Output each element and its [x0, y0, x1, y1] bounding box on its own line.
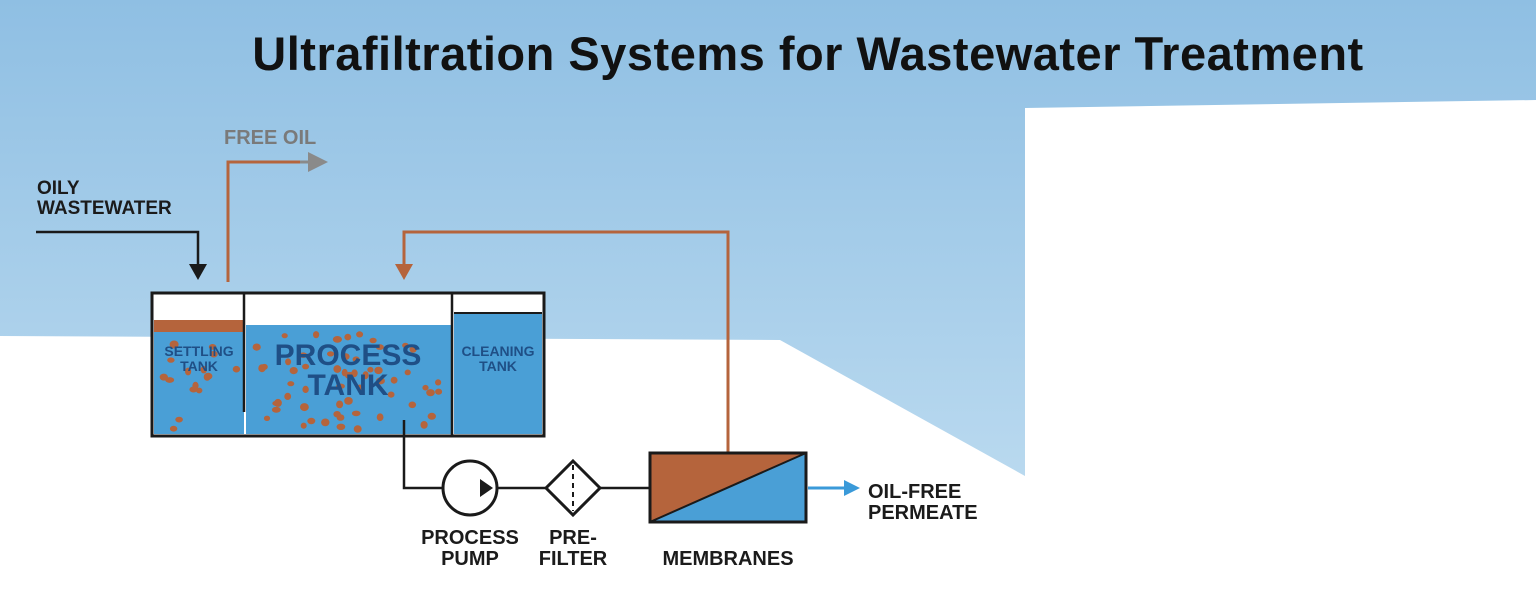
oil-droplet — [167, 357, 175, 363]
oil-droplet — [281, 333, 288, 339]
oil-droplet — [289, 367, 298, 375]
oil-droplet — [321, 418, 330, 427]
oil-droplet — [351, 410, 361, 417]
free-oil-arrowhead — [308, 152, 328, 172]
sky-blue-band — [0, 0, 1536, 476]
oil-free-permeate-label: OIL-FREE PERMEATE — [868, 481, 978, 524]
oil-droplet — [435, 379, 442, 386]
oil-droplet — [208, 344, 217, 350]
membranes-unit — [648, 451, 808, 524]
cleaning-tank-water — [454, 313, 542, 434]
oil-droplet — [252, 343, 261, 351]
oil-droplet — [362, 371, 369, 380]
oil-droplet — [404, 369, 411, 376]
oil-droplet — [422, 384, 429, 391]
permeate-arrowhead — [844, 480, 860, 496]
cleaning-tank-label: CLEANING TANK — [461, 343, 535, 374]
oil-droplet — [209, 350, 218, 358]
page-title: Ultrafiltration Systems for Wastewater T… — [252, 27, 1364, 80]
oil-droplet — [336, 423, 346, 430]
membrane-divider — [649, 452, 807, 523]
oil-droplet — [376, 413, 384, 422]
oil-droplet — [159, 373, 168, 381]
oil-droplet — [274, 398, 282, 407]
settling-tank-label: SETTLING TANK — [164, 343, 234, 374]
oil-droplet — [344, 397, 353, 405]
process-pump-label: PROCESS PUMP — [421, 527, 519, 570]
oil-droplet — [232, 365, 241, 373]
oil-droplet — [300, 422, 307, 429]
oil-droplet — [435, 388, 443, 395]
process-outlet-pipe — [402, 420, 442, 490]
oil-droplet — [327, 351, 335, 357]
oil-droplet — [336, 400, 344, 409]
oil-droplet — [367, 366, 374, 373]
oil-droplet — [356, 384, 364, 391]
oil-droplet — [352, 356, 360, 363]
settling-tank-oil-layer — [154, 320, 244, 332]
oil-droplet — [196, 387, 203, 394]
oily-wastewater-line1: OILY — [37, 178, 80, 199]
process-pump-icon — [441, 459, 499, 517]
oil-droplet — [356, 331, 364, 338]
oily-wastewater-inlet-line — [36, 230, 200, 266]
oil-droplet — [336, 383, 345, 389]
oil-droplet — [271, 406, 281, 413]
oil-droplet — [408, 401, 417, 409]
oil-droplet — [189, 386, 198, 393]
oil-droplet — [300, 403, 309, 412]
oil-droplets — [159, 331, 443, 433]
oil-droplet — [344, 333, 352, 341]
oil-droplet — [313, 331, 320, 339]
oil-droplet — [375, 377, 385, 385]
oil-droplet — [299, 352, 308, 359]
oil-droplet — [387, 391, 395, 398]
oil-droplet — [420, 421, 428, 429]
oil-droplet — [204, 372, 213, 380]
return-arrowhead — [395, 264, 413, 280]
oil-droplet — [353, 425, 362, 433]
oil-droplet — [374, 366, 383, 375]
oil-droplet — [342, 353, 350, 360]
oily-wastewater-label: OILY WASTEWATER — [37, 179, 172, 219]
oil-droplet — [402, 342, 409, 348]
oil-droplet — [390, 376, 398, 384]
oil-droplet — [258, 364, 266, 373]
oil-droplet — [369, 337, 377, 344]
membranes-label: MEMBRANES — [662, 548, 794, 570]
oil-droplet — [175, 416, 183, 423]
oil-droplet — [307, 417, 316, 425]
oil-droplet — [284, 392, 292, 400]
oil-droplet — [426, 389, 435, 397]
oil-droplet — [169, 425, 178, 432]
free-oil-line — [226, 160, 308, 282]
process-tank-label: PROCESS TANK — [274, 339, 422, 402]
oil-droplet — [375, 344, 384, 350]
oil-droplet — [169, 340, 179, 349]
oily-wastewater-line2: WASTEWATER — [37, 198, 172, 219]
process-tank-water — [246, 325, 451, 434]
oil-droplet — [409, 346, 417, 353]
oil-droplet — [302, 363, 310, 370]
pre-filter-label: PRE- FILTER — [538, 527, 608, 570]
oily-wastewater-arrowhead — [189, 264, 207, 280]
free-oil-label: FREE OIL — [224, 127, 317, 149]
oil-droplet — [287, 381, 295, 387]
oil-droplet — [345, 371, 354, 380]
oil-droplet — [302, 385, 309, 393]
oil-droplet — [185, 367, 192, 376]
oil-droplet — [332, 336, 342, 343]
oil-droplet — [263, 415, 271, 421]
oil-droplet — [200, 366, 207, 374]
oil-droplet — [333, 365, 342, 373]
concentrate-return-line — [402, 230, 730, 453]
oil-droplet — [285, 358, 292, 366]
pump-direction-icon — [480, 479, 493, 497]
settling-tank-water — [154, 332, 244, 434]
oil-droplet — [336, 414, 345, 421]
oil-droplet — [427, 412, 436, 420]
